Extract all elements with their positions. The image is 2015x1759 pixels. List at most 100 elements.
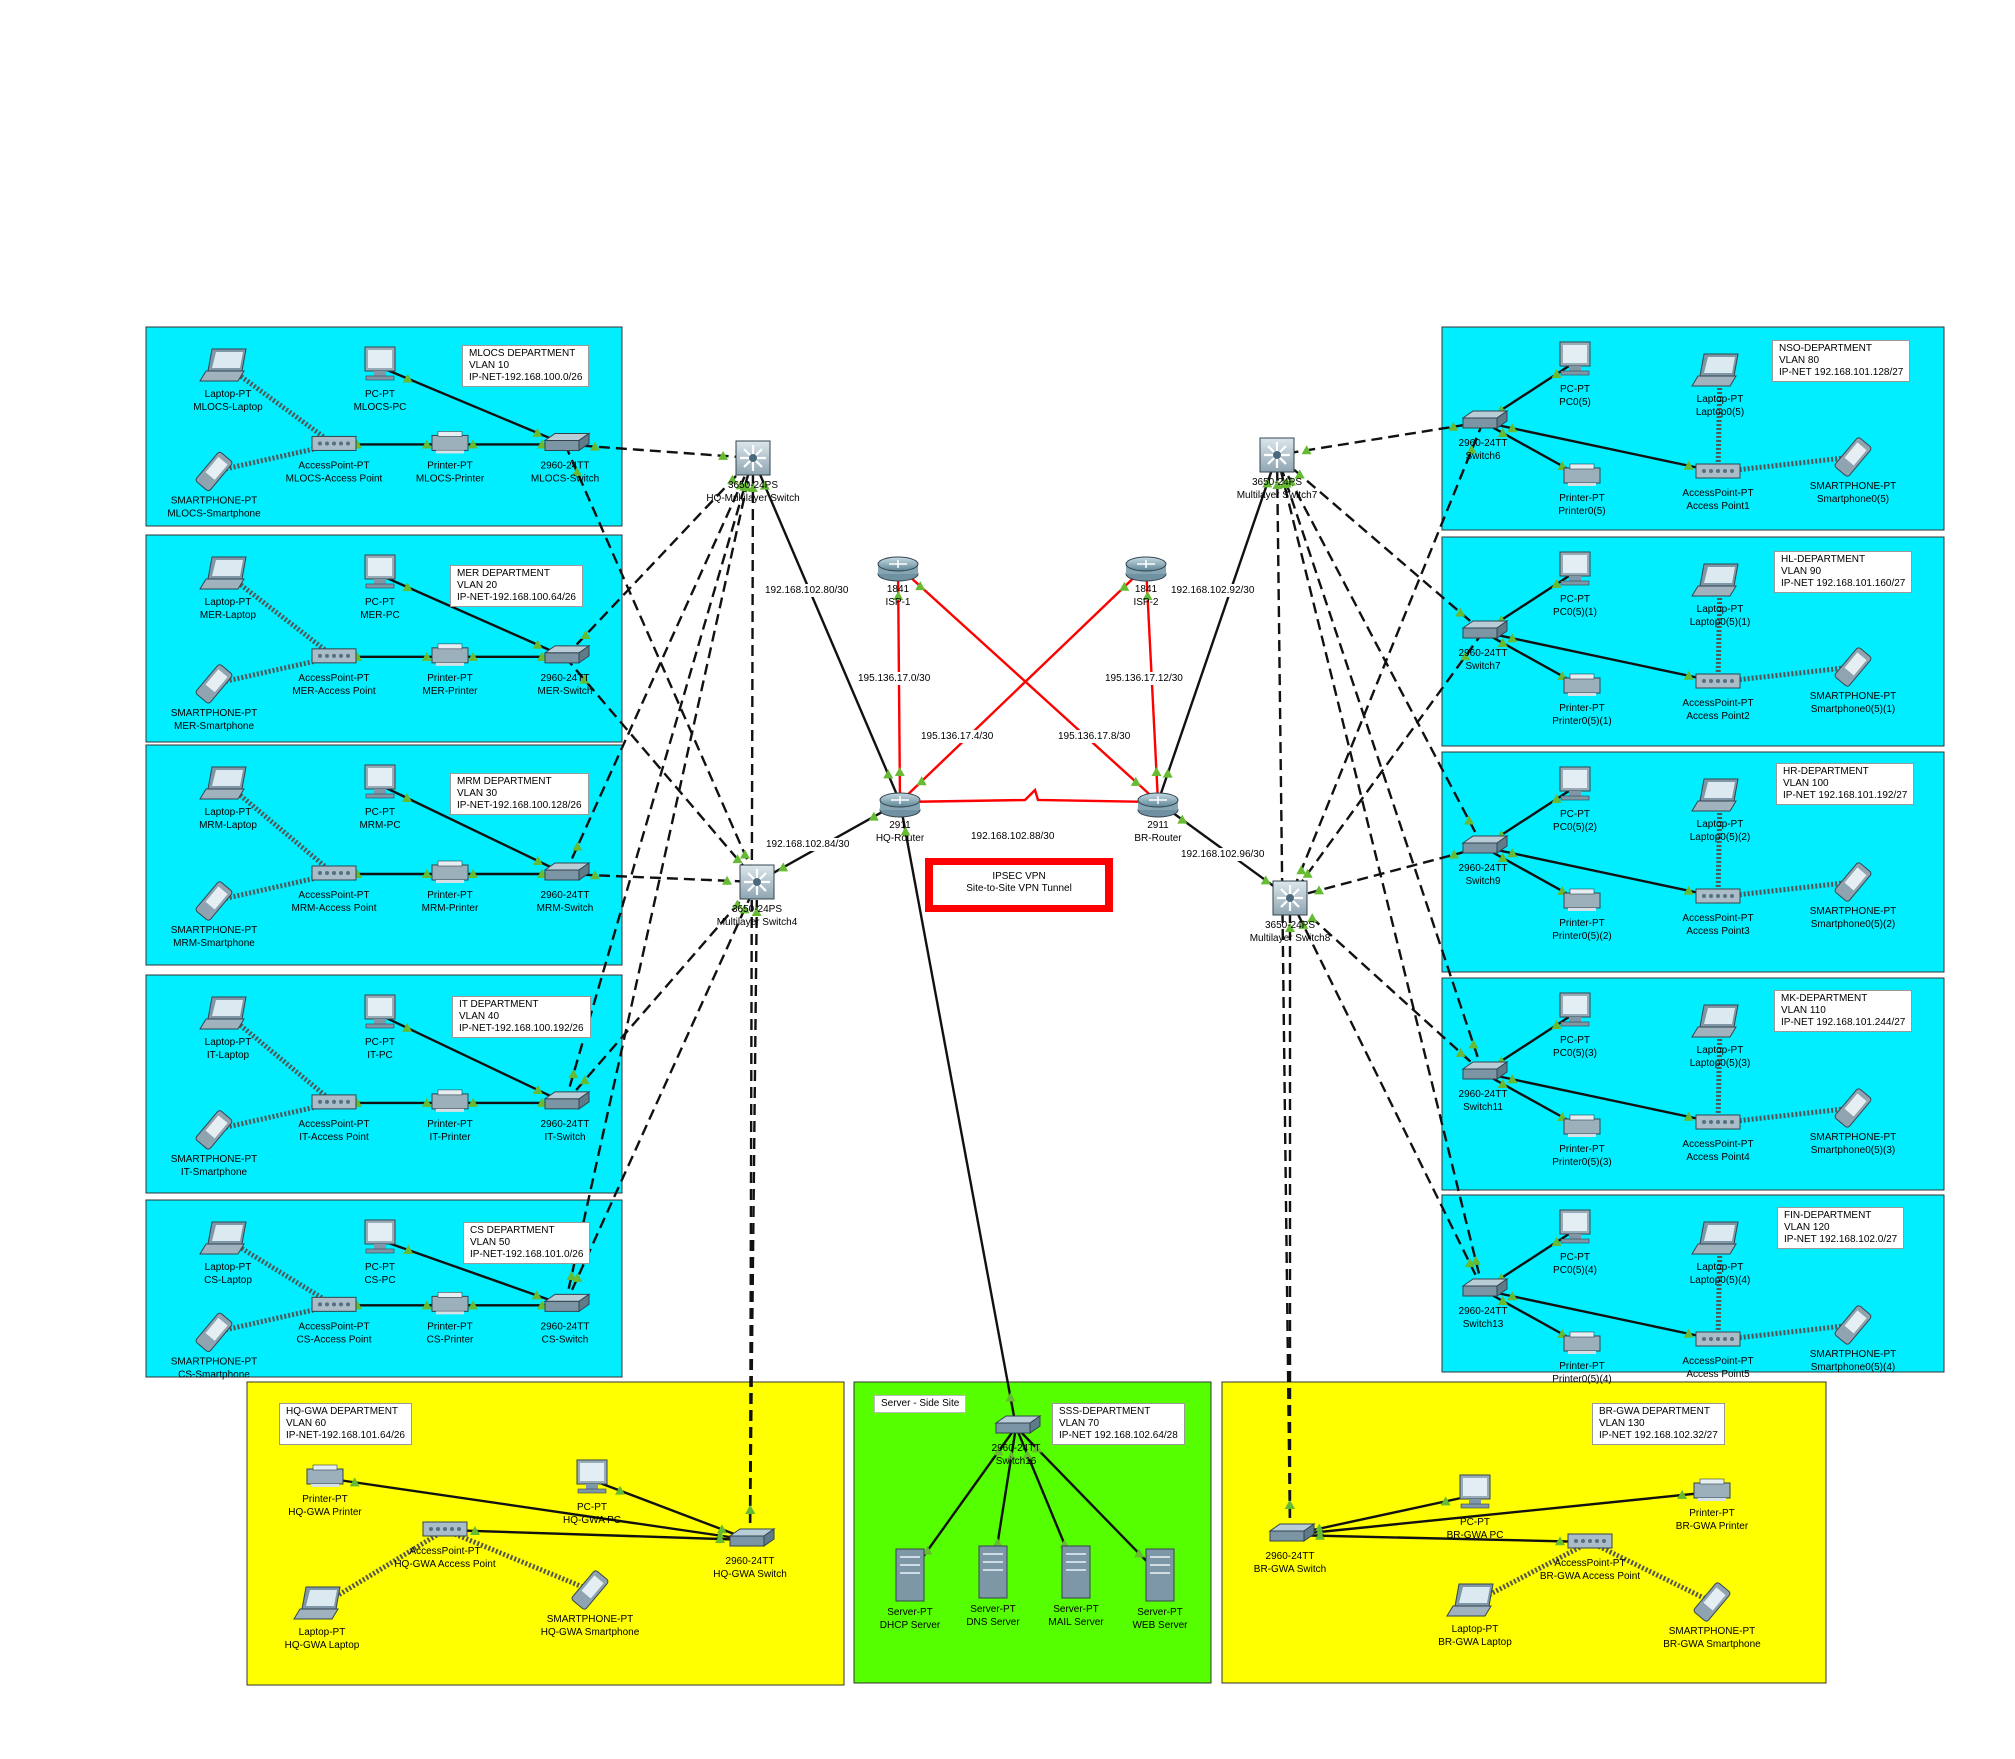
- link-fin-ap-port-b: [1507, 1291, 1518, 1301]
- hqgwa-switch[interactable]: [729, 1528, 775, 1547]
- brgwa-switch[interactable]: [1269, 1523, 1315, 1542]
- mrm-pc-label-0: PC-PT: [365, 807, 395, 818]
- hqgwa-ap[interactable]: [422, 1521, 468, 1537]
- it-switch-label-1: IT-Switch: [544, 1132, 585, 1143]
- brgwa-printer-label-1: BR-GWA Printer: [1676, 1521, 1749, 1532]
- fin-laptop-label-0: Laptop-PT: [1697, 1262, 1744, 1273]
- mrm-printer-label-1: MRM-Printer: [422, 903, 479, 914]
- mk-switch[interactable]: [1462, 1061, 1508, 1080]
- link-mlocs-ml1-port-b: [718, 450, 729, 460]
- cs-ap[interactable]: [311, 1296, 357, 1312]
- dept-vlan: VLAN 70: [1059, 1418, 1100, 1429]
- link-hl-ap-port-a: [1683, 670, 1694, 680]
- switch16[interactable]: [995, 1415, 1041, 1434]
- server-1[interactable]: [978, 1545, 1008, 1599]
- mer-ap[interactable]: [311, 648, 357, 664]
- server-2[interactable]: [1061, 1545, 1091, 1599]
- link-hr-ap-port-b: [1507, 848, 1518, 858]
- link-fin-laptop-wifi: [1715, 1239, 1723, 1341]
- hl-switch[interactable]: [1462, 620, 1508, 639]
- link-mk-ml2-port-b: [1307, 913, 1318, 923]
- multilayer-switch8[interactable]: [1271, 879, 1309, 917]
- link-brml1-brrouter: [1156, 454, 1279, 803]
- nso-ap[interactable]: [1695, 463, 1741, 479]
- hl-pc-label-1: PC0(5)(1): [1553, 607, 1597, 618]
- hqgwa-phone-label-0: SMARTPHONE-PT: [547, 1614, 634, 1625]
- fin-switch[interactable]: [1462, 1278, 1508, 1297]
- dept-title: HL-DEPARTMENT: [1781, 554, 1866, 565]
- link-isp2-hqrouter-port-a: [1119, 581, 1130, 591]
- mlocs-pc-label-1: MLOCS-PC: [354, 402, 407, 413]
- server-0[interactable]: [895, 1548, 925, 1602]
- br-router[interactable]: [1137, 792, 1179, 818]
- hq-router[interactable]: [879, 792, 921, 818]
- link-hqgwa-ml2: [748, 881, 759, 1541]
- server-1-label-0: Server-PT: [970, 1604, 1016, 1615]
- mrm-ap[interactable]: [311, 865, 357, 881]
- brgwa-ap[interactable]: [1567, 1533, 1613, 1549]
- server-3[interactable]: [1145, 1548, 1175, 1602]
- dept-title: HR-DEPARTMENT: [1783, 766, 1869, 777]
- hq-multilayer-switch-label-0: 3650-24PS: [728, 480, 778, 491]
- link-mrm-ml2-port-b: [722, 875, 733, 885]
- mer-phone-label-0: SMARTPHONE-PT: [171, 708, 258, 719]
- ml-icon: [734, 439, 772, 477]
- mlocs-phone-label-1: MLOCS-Smartphone: [167, 508, 261, 519]
- link-mlocs-ml2-port-a: [572, 466, 583, 476]
- it-switch[interactable]: [544, 1091, 590, 1110]
- link-nso-ml1: [1276, 420, 1484, 457]
- mlocs-ap-label-1: MLOCS-Access Point: [286, 473, 383, 484]
- nso-switch[interactable]: [1462, 410, 1508, 429]
- mlocs-switch[interactable]: [544, 432, 590, 451]
- mrm-switch[interactable]: [544, 862, 590, 881]
- isp-1-router[interactable]: [877, 556, 919, 582]
- link-nso-ml2: [1288, 421, 1485, 899]
- link-hr-ml1: [1275, 454, 1485, 848]
- nso-ap-label-1: Access Point1: [1686, 501, 1750, 512]
- link-it-laptop-wifi: [226, 1013, 336, 1105]
- server-icon: [1061, 1545, 1091, 1599]
- fin-ap[interactable]: [1695, 1331, 1741, 1347]
- server-icon: [978, 1545, 1008, 1599]
- mer-switch[interactable]: [544, 645, 590, 664]
- link-nso-ml1-port-a: [1448, 421, 1459, 431]
- cs-ap-label-1: CS-Access Point: [296, 1334, 371, 1345]
- net-label-isp2-hq: 195.136.17.4/30: [918, 730, 997, 743]
- cs-laptop-label-0: Laptop-PT: [205, 1262, 252, 1273]
- link-mer-printer-port-a: [468, 651, 478, 661]
- link-hl-phone-wifi: [1717, 664, 1854, 685]
- multilayer-switch4[interactable]: [738, 863, 776, 901]
- link-hqgwa-ap: [444, 1528, 751, 1542]
- link-cs-ml1: [563, 457, 755, 1306]
- mer-laptop-label-0: Laptop-PT: [205, 597, 252, 608]
- hr-switch[interactable]: [1462, 835, 1508, 854]
- dept-ipnet: IP-NET 192.168.101.128/27: [1779, 367, 1904, 378]
- link-mk-ap: [1482, 1071, 1719, 1125]
- cs-phone-label-0: SMARTPHONE-PT: [171, 1356, 258, 1367]
- it-ap[interactable]: [311, 1094, 357, 1110]
- link-server-3-port-b: [1134, 1548, 1145, 1558]
- link-fin-ml1-port-b: [1279, 479, 1290, 489]
- mlocs-printer-label-1: MLOCS-Printer: [416, 473, 485, 484]
- cs-switch[interactable]: [544, 1293, 590, 1312]
- dept-ipnet: IP-NET-192.168.100.128/26: [457, 800, 582, 811]
- link-hl-ml1-port-a: [1455, 607, 1466, 617]
- link-server-3-port-a: [1031, 1443, 1042, 1453]
- multilayer-switch7[interactable]: [1258, 436, 1296, 474]
- mlocs-ap[interactable]: [311, 435, 357, 451]
- hq-multilayer-switch[interactable]: [734, 439, 772, 477]
- fin-switch-label-0: 2960-24TT: [1459, 1306, 1508, 1317]
- link-cs-phone-wifi: [213, 1302, 335, 1335]
- ap-icon: [311, 1094, 357, 1110]
- link-hqgwa-printer-port-a: [349, 1477, 360, 1487]
- brgwa-printer-label-0: Printer-PT: [1689, 1508, 1735, 1519]
- isp-2-router[interactable]: [1125, 556, 1167, 582]
- hl-ap[interactable]: [1695, 673, 1741, 689]
- mk-ap[interactable]: [1695, 1114, 1741, 1130]
- hr-ap[interactable]: [1695, 888, 1741, 904]
- hr-printer-label-0: Printer-PT: [1559, 918, 1605, 929]
- multilayer-switch7-label-1: Multilayer Switch7: [1237, 490, 1318, 501]
